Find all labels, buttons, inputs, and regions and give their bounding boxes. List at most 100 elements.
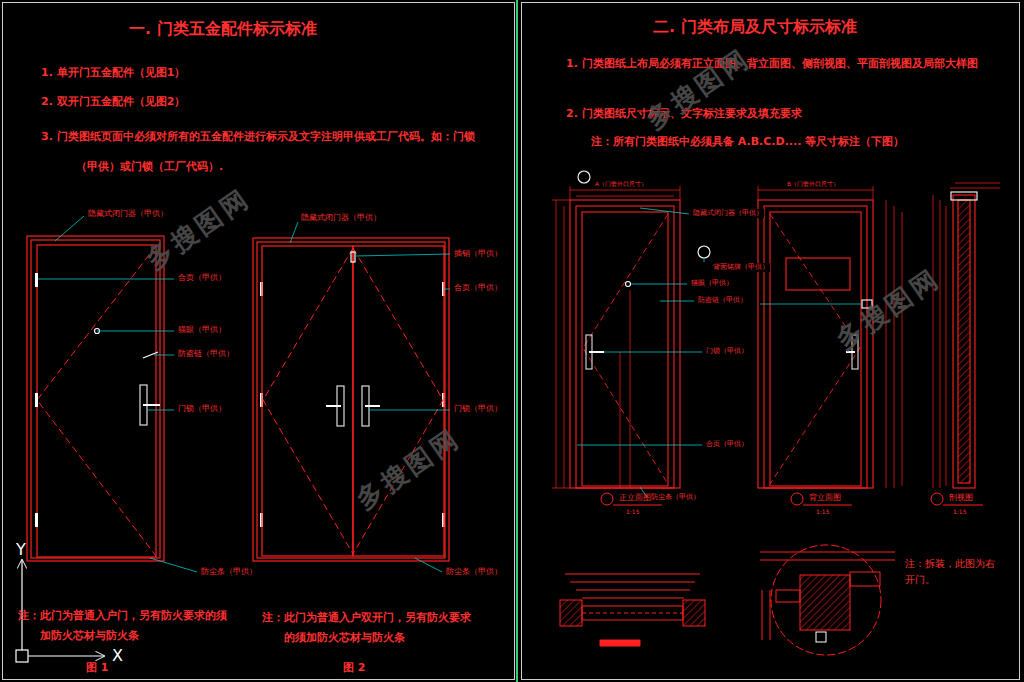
hardware-callout: 插销（甲供） (453, 249, 503, 259)
front-elevation (578, 171, 590, 183)
panel-divider (517, 0, 518, 682)
dimension-line (950, 188, 1000, 189)
hardware-callout: 防尘条（甲供） (445, 567, 503, 577)
plan-section (582, 606, 683, 620)
figure-number: 图 2 (343, 661, 365, 675)
hinge-mark (35, 393, 38, 407)
leader-line (604, 352, 702, 353)
dimension-line (576, 196, 674, 197)
dimension-line (570, 190, 680, 191)
hardware-callout: 猫眼（甲供） (690, 279, 734, 288)
dimension-line (564, 206, 565, 488)
single-door (27, 236, 164, 561)
view-scale: 1:15 (626, 508, 639, 516)
dimension-text: A（门套外口尺寸） (594, 180, 648, 188)
dimension-line (556, 200, 557, 488)
view-title: 剖视图 (949, 493, 973, 503)
double-door (263, 248, 353, 554)
watermark: 多搜图网 (140, 181, 257, 276)
double-door (326, 405, 341, 407)
leader-line (97, 331, 174, 332)
dimension-line (630, 290, 631, 488)
dimension-text: B（门套外口尺寸） (786, 180, 840, 188)
watermark: 多搜图网 (640, 41, 757, 136)
plan-section (582, 598, 684, 599)
hardware-callout: 隐藏式闭门器（甲供） (87, 209, 169, 219)
figure-note: 注：此门为普通入户门，另有防火要求的须加防火芯材与防火条 (18, 606, 236, 646)
dimension-line (552, 200, 570, 201)
standard-panel: 一. 门类五金配件标示标准1. 单开门五金配件（见图1）2. 双开门五金配件（见… (2, 2, 515, 680)
hardware-callout: 门锁（甲供） (177, 404, 227, 414)
detail-view (816, 632, 826, 642)
back-elevation (786, 258, 850, 290)
view-title-mark (931, 493, 943, 505)
hardware-callout: 防尘条（甲供） (650, 493, 701, 502)
view-title-mark (943, 505, 983, 506)
detail-view (771, 545, 881, 655)
hardware-callout: 防尘条（甲供） (200, 567, 258, 577)
standard-item: 注：所有门类图纸中必须具备 A.B.C.D.... 等尺寸标注（下图） (591, 134, 904, 149)
leader-line (444, 289, 450, 290)
view-scale: 1:15 (816, 508, 829, 516)
standard-item: 1. 单开门五金配件（见图1） (41, 65, 185, 80)
hardware-callout: 合页（甲供） (705, 440, 749, 449)
standard-item: 3. 门类图纸页面中必须对所有的五金配件进行标示及文字注明甲供或工厂代码。如：门… (41, 122, 481, 182)
leader-line (154, 355, 174, 356)
double-door (262, 246, 353, 556)
leader-line (704, 258, 705, 262)
dimension-line (894, 206, 895, 488)
double-door (253, 238, 449, 561)
front-elevation (589, 351, 604, 353)
leader-line (577, 445, 702, 446)
plan-section (683, 600, 705, 626)
detail-view (760, 560, 895, 561)
leader-line (660, 301, 694, 302)
plan-section (582, 613, 683, 614)
leader-line (355, 254, 450, 256)
front-elevation (698, 246, 710, 258)
plan-section (600, 640, 640, 646)
hinge-mark (35, 273, 38, 287)
front-elevation (570, 171, 710, 488)
view-title-mark (601, 493, 983, 505)
standard-item: 2. 双开门五金配件（见图2） (41, 94, 185, 109)
leader-line (760, 304, 862, 305)
double-door (365, 405, 380, 407)
view-title-mark (613, 505, 662, 506)
plan-section (570, 582, 695, 583)
ucs-icon (21, 560, 22, 650)
detail-view (762, 590, 763, 640)
leader-line (577, 208, 862, 497)
leader-line (55, 216, 84, 241)
single-door (143, 404, 160, 406)
plan-section (576, 590, 690, 591)
panel-divider (516, 0, 518, 682)
figure-number: 图 1 (86, 661, 108, 675)
standard-panel: 二. 门类布局及尺寸标示标准1. 门类图纸上布局必须有正立面图、背立面图、侧剖视… (521, 2, 1020, 680)
hardware-callout: 隐藏式闭门器（甲供） (300, 213, 382, 223)
ucs-icon (16, 650, 28, 662)
leader-line (640, 208, 689, 214)
hardware-callout: 门锁（甲供） (705, 347, 749, 356)
leader-line (147, 410, 174, 411)
view-title-mark (601, 493, 613, 505)
side-section (953, 195, 975, 488)
single-door (27, 236, 164, 561)
leader-line (150, 558, 197, 572)
dimension-line (620, 352, 621, 488)
dimension-line (886, 200, 887, 488)
dimension-line (955, 183, 1000, 184)
front-elevation (626, 282, 631, 287)
section-heading: 二. 门类布局及尺寸标示标准 (653, 17, 993, 38)
axis-label: Y (16, 540, 26, 560)
front-elevation (583, 214, 668, 484)
watermark: 多搜图网 (830, 261, 947, 356)
figure-note: 注：拆装，此图为右开门。 (905, 556, 1001, 588)
detail-view (776, 590, 800, 602)
single-door (37, 245, 156, 557)
single-door (31, 240, 160, 558)
hardware-callout: 背面铭牌（甲供） (712, 263, 770, 272)
hardware-callout: 防盗链（甲供） (697, 296, 748, 305)
plan-section (560, 600, 582, 626)
view-scale: 1:15 (953, 508, 966, 516)
